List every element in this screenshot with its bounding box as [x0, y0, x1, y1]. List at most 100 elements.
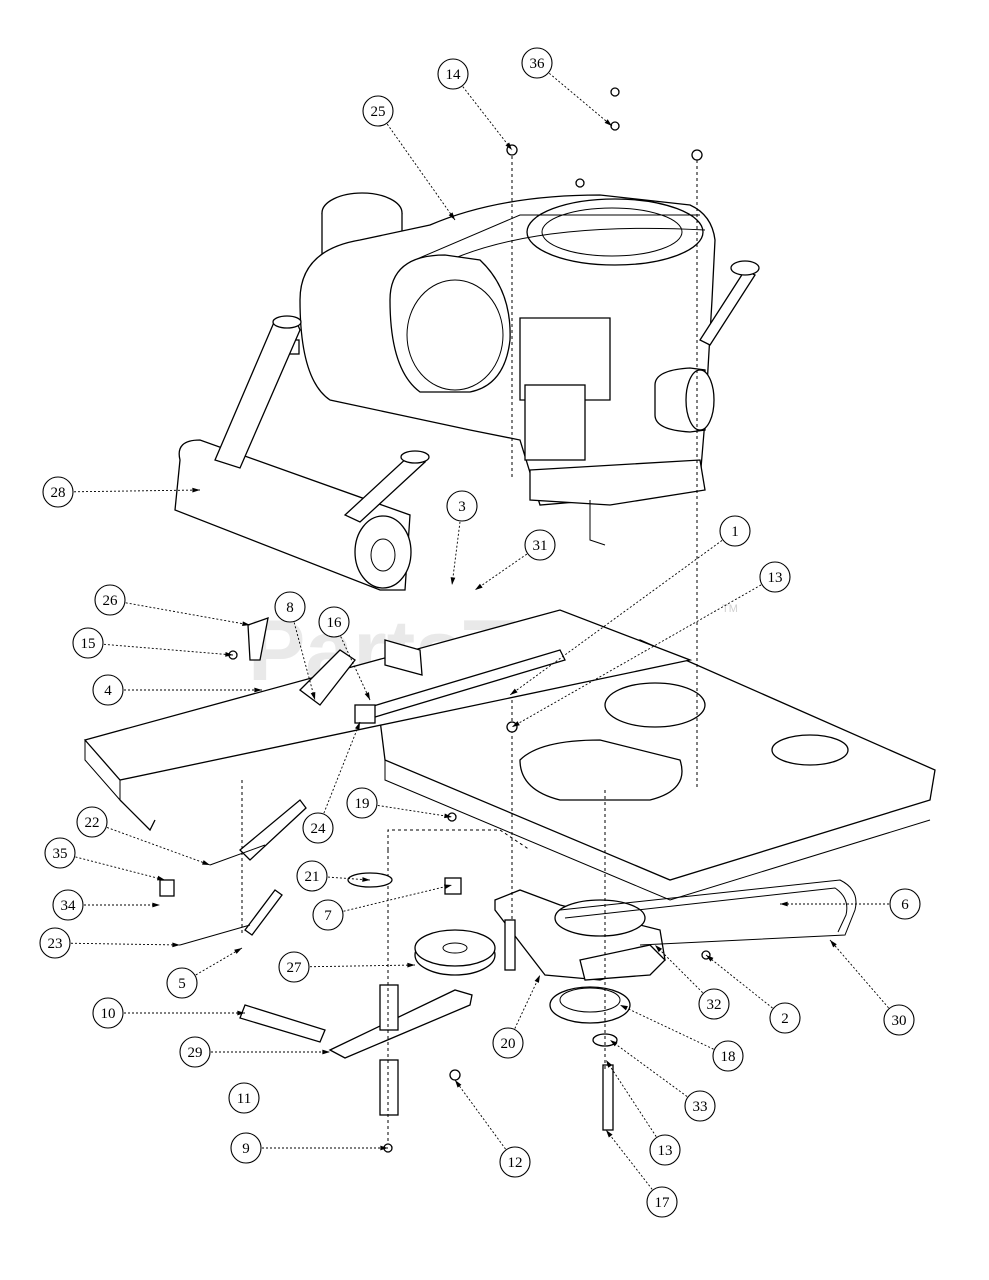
callout-number: 23: [48, 936, 63, 952]
callout-circle: [312, 899, 344, 931]
callout-arrowhead: [450, 577, 456, 585]
callout-leader: [386, 123, 456, 221]
callout-number: 5: [178, 976, 186, 992]
callout-33: 33: [609, 1039, 716, 1122]
callout-number: 3: [458, 499, 466, 515]
callout-number: 36: [530, 56, 546, 72]
callout-10: 10: [92, 997, 245, 1029]
callout-1: 1: [509, 515, 751, 696]
callout-26: 26: [94, 584, 251, 626]
callout-6: 6: [780, 888, 921, 920]
callout-arrowhead: [362, 877, 370, 882]
callout-circle: [166, 967, 198, 999]
callout-number: 9: [242, 1141, 250, 1157]
callout-circle: [649, 1134, 681, 1166]
callout-leader: [343, 884, 453, 912]
callout-number: 29: [188, 1045, 203, 1061]
callout-13: 13: [511, 561, 791, 728]
callout-13: 13: [605, 1059, 681, 1166]
callout-number: 35: [53, 846, 68, 862]
callout-arrowhead: [512, 721, 520, 727]
callout-number: 14: [446, 67, 462, 83]
callout-leader: [323, 721, 361, 814]
callout-circle: [769, 1002, 801, 1034]
callout-number: 13: [658, 1143, 673, 1159]
callout-16: 16: [318, 606, 371, 701]
callout-arrowhead: [455, 1080, 462, 1088]
callout-circle: [39, 927, 71, 959]
callout-arrowhead: [202, 860, 210, 865]
callout-leader: [451, 521, 461, 586]
callout-circle: [228, 1082, 260, 1114]
callout-arrowhead: [604, 119, 612, 126]
callout-circle: [646, 1186, 678, 1218]
callout-arrowhead: [380, 1145, 388, 1151]
callout-arrowhead: [620, 1005, 628, 1011]
callout-number: 21: [305, 869, 320, 885]
callout-circle: [302, 812, 334, 844]
callout-8: 8: [274, 591, 316, 701]
callout-arrowhead: [655, 945, 663, 953]
callout-11: 11: [228, 1082, 260, 1114]
callout-arrowhead: [157, 875, 165, 881]
callout-7: 7: [312, 884, 453, 931]
callout-arrowhead: [322, 1049, 330, 1055]
callout-leader: [654, 944, 704, 994]
callout-14: 14: [437, 58, 513, 151]
callout-arrowhead: [706, 955, 714, 962]
callout-number: 13: [768, 570, 783, 586]
callout-9: 9: [230, 1132, 388, 1164]
callout-arrowhead: [152, 902, 160, 908]
callout-circle: [179, 1036, 211, 1068]
callout-31: 31: [474, 529, 556, 591]
callout-18: 18: [619, 1004, 744, 1072]
callout-arrowhead: [234, 948, 242, 954]
callout-circle: [92, 674, 124, 706]
callout-leader: [327, 876, 371, 881]
callout-leader: [73, 489, 201, 493]
callout-circle: [521, 47, 553, 79]
callout-32: 32: [654, 944, 730, 1020]
callout-29: 29: [179, 1036, 330, 1068]
callout-number: 18: [721, 1049, 736, 1065]
callout-circle: [346, 787, 378, 819]
callout-number: 1: [731, 524, 739, 540]
muffler: [174, 315, 430, 591]
callout-leader: [75, 856, 166, 881]
callout-number: 10: [101, 1006, 116, 1022]
callout-arrowhead: [242, 621, 250, 626]
callout-circle: [92, 997, 124, 1029]
callout-circle: [499, 1146, 531, 1178]
callout-5: 5: [166, 947, 243, 999]
callout-circle: [94, 584, 126, 616]
callout-leader: [609, 1039, 688, 1097]
callout-number: 17: [655, 1195, 671, 1211]
callout-circle: [318, 606, 350, 638]
callout-number: 4: [104, 683, 112, 699]
callout-number: 34: [61, 898, 77, 914]
callout-35: 35: [44, 837, 166, 881]
callout-number: 11: [237, 1091, 251, 1107]
callout-leader: [103, 643, 234, 656]
callout-leader: [70, 942, 181, 946]
callout-leader: [462, 86, 513, 151]
callout-circle: [278, 951, 310, 983]
callout-27: 27: [278, 951, 416, 983]
callout-number: 31: [533, 538, 548, 554]
callout-arrowhead: [354, 722, 360, 730]
callout-leader: [619, 1004, 714, 1050]
callout-arrowhead: [310, 692, 316, 700]
callout-19: 19: [346, 787, 453, 819]
callout-arrowhead: [606, 1060, 613, 1068]
callout-4: 4: [92, 674, 262, 706]
callout-arrowhead: [510, 688, 518, 695]
callout-circle: [44, 837, 76, 869]
callout-arrowhead: [192, 487, 200, 493]
callout-2: 2: [705, 954, 801, 1034]
engine-assembly: [286, 192, 760, 546]
callout-number: 8: [286, 600, 294, 616]
callout-circle: [883, 1004, 915, 1036]
callout-number: 27: [287, 960, 303, 976]
callout-circle: [446, 490, 478, 522]
